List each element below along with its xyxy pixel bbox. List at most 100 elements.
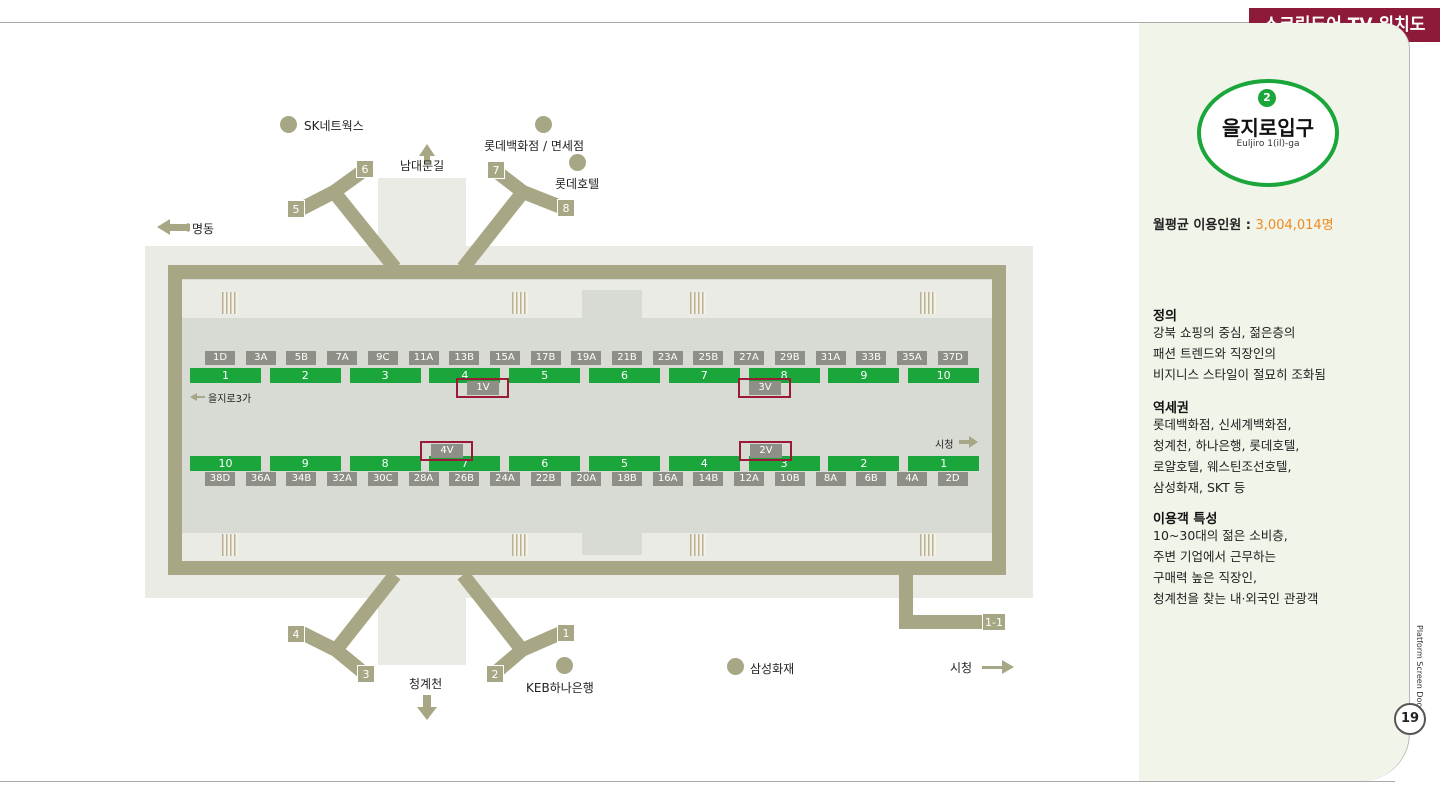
door-cell: 14B: [693, 472, 724, 486]
door-cell: 7A: [327, 351, 358, 365]
tv-marker: 4V: [431, 444, 463, 458]
door-cell: 3A: [245, 351, 276, 365]
section-heading: 역세권: [1153, 401, 1189, 416]
section-line: 강북 쇼핑의 중심, 젊은층의: [1153, 325, 1296, 340]
landmark-dot: [569, 154, 586, 171]
label-sk: SK네트웍스: [304, 119, 364, 133]
section-line: 청계천을 찾는 내·외국인 관광객: [1153, 591, 1319, 606]
usage-label: 월평균 이용인원 :: [1153, 218, 1251, 233]
station-logo: 2 을지로입구 Euljiro 1(il)-ga: [1197, 79, 1339, 187]
concourse-upper: [378, 178, 466, 268]
usage-value: 3,004,014명: [1255, 218, 1334, 233]
exit-7: 7: [487, 161, 505, 179]
label-namdaemun: 남대문길: [400, 159, 445, 173]
exit-3: 3: [357, 665, 375, 683]
section-line: 롯데백화점, 신세계백화점,: [1153, 417, 1292, 432]
car-segment: 6: [589, 368, 660, 383]
section-heading: 이용객 특성: [1153, 512, 1218, 527]
station-name: 을지로입구: [1222, 116, 1314, 140]
station-name-en: Euljiro 1(il)-ga: [1236, 139, 1300, 149]
door-cell: 35A: [896, 351, 927, 365]
page-number: 19: [1394, 703, 1426, 735]
section-line: 청계천, 하나은행, 롯데호텔,: [1153, 438, 1300, 453]
car-segment: 9: [269, 456, 341, 471]
landmark-dot: [556, 657, 573, 674]
car-segment: 5: [589, 456, 660, 471]
door-cell: 33B: [856, 351, 887, 365]
door-cell: 32A: [327, 472, 358, 486]
section-line: 구매력 높은 직장인,: [1153, 570, 1257, 585]
door-cell: 24A: [489, 472, 520, 486]
label-sicheong-inner: 시청: [935, 440, 954, 451]
car-segment: 8: [349, 456, 421, 471]
exit-5: 5: [287, 200, 305, 218]
door-cell: 34B: [286, 472, 317, 486]
stair-icon: [690, 534, 706, 556]
car-segment: 2: [269, 368, 341, 383]
tv-highlight-box: [456, 378, 509, 398]
door-cell: 23A: [652, 351, 683, 365]
label-myeongdong: 명동: [192, 222, 215, 236]
landmark-dot: [727, 658, 744, 675]
door-cell: 37D: [937, 351, 968, 365]
tv-highlight-box: [739, 441, 792, 461]
stair-icon: [222, 292, 238, 314]
upper-notch: [582, 290, 642, 318]
stair-icon: [512, 534, 528, 556]
car-segment: 2: [828, 456, 900, 471]
tv-highlight-box: [420, 441, 473, 461]
tv-marker: 2V: [750, 444, 782, 458]
car-segment: 10: [908, 368, 980, 383]
car-segment: 1: [190, 368, 261, 383]
exit-6: 6: [356, 160, 374, 178]
door-cell: 22B: [530, 472, 561, 486]
label-samsung: 삼성화재: [750, 662, 795, 676]
car-segment: 10: [190, 456, 261, 471]
line-number-badge: 2: [1258, 89, 1276, 107]
top-rule: [0, 22, 1440, 23]
label-euljiro3: 을지로3가: [208, 394, 252, 405]
door-cell: 4A: [896, 472, 927, 486]
door-cell: 8A: [815, 472, 846, 486]
stair-icon: [222, 534, 238, 556]
door-cell: 10B: [774, 472, 805, 486]
exit-1-1: 1-1: [982, 613, 1006, 631]
section-line: 비지니스 스타일이 절묘히 조화됨: [1153, 367, 1326, 382]
exit-1: 1: [557, 624, 575, 642]
landmark-dot: [280, 116, 297, 133]
car-segment: 3: [349, 368, 421, 383]
car-segment: 7: [668, 368, 740, 383]
car-segment: 6: [509, 456, 581, 471]
door-cell: 9C: [367, 351, 398, 365]
lower-notch: [582, 533, 642, 555]
car-segment: 1: [908, 456, 980, 471]
door-cell: 2D: [937, 472, 968, 486]
door-cell: 5B: [286, 351, 317, 365]
stair-icon: [690, 292, 706, 314]
landmark-dot: [535, 116, 552, 133]
door-cell: 31A: [815, 351, 846, 365]
door-cell: 26B: [449, 472, 480, 486]
car-segment: 9: [828, 368, 900, 383]
label-sicheong: 시청: [950, 661, 973, 675]
exit-8: 8: [557, 199, 575, 217]
door-cell: 27A: [734, 351, 765, 365]
car-segment: 5: [509, 368, 581, 383]
label-cheonggyecheon: 청계천: [409, 677, 443, 691]
concourse-lower: [378, 575, 466, 665]
door-cell: 20A: [571, 472, 602, 486]
door-cell: 11A: [408, 351, 439, 365]
stair-icon: [920, 534, 936, 556]
door-cell: 30C: [367, 472, 398, 486]
tv-highlight-box: [738, 378, 791, 398]
door-cell: 36A: [245, 472, 276, 486]
door-cell: 19A: [571, 351, 602, 365]
door-cell: 13B: [449, 351, 480, 365]
bottom-rule: [0, 781, 1395, 782]
section-line: 로얄호텔, 웨스틴조선호텔,: [1153, 459, 1292, 474]
section-heading: 정의: [1153, 309, 1177, 324]
door-cell: 28A: [408, 472, 439, 486]
label-lotte-hotel: 롯데호텔: [555, 177, 600, 191]
door-cell: 29B: [774, 351, 805, 365]
